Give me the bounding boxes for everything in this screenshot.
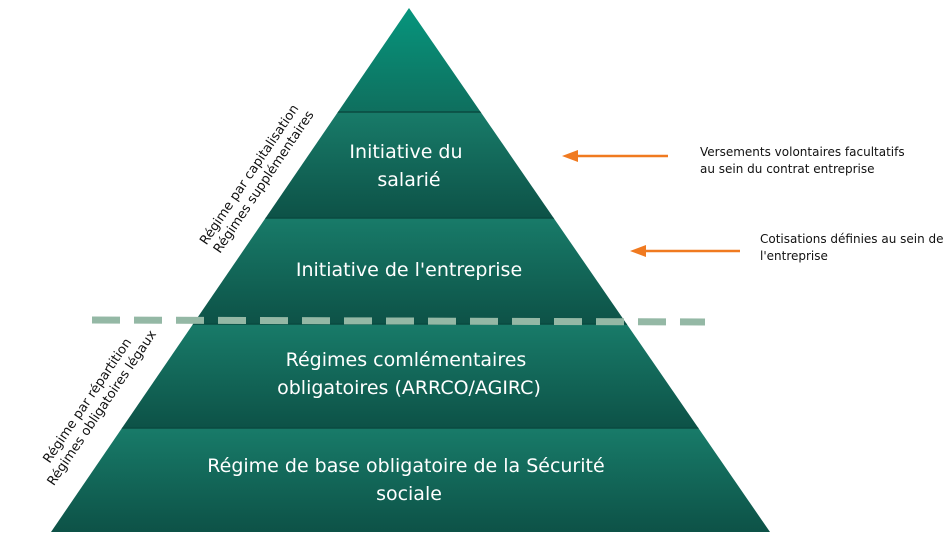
level-base-label: Régime de base obligatoire de la Sécurit…: [207, 455, 610, 505]
level-entreprise-label: Initiative de l'entreprise: [296, 259, 522, 281]
pyramid-level-top: [51, 8, 770, 112]
separator-dashed-line: [91, 316, 706, 326]
arrow-cotisations: [630, 245, 740, 257]
pyramid-level-base: [51, 428, 770, 532]
level-salarie-label: Initiative du salarié: [349, 141, 468, 191]
annotation-cotisations: Cotisations définies au sein de l'entrep…: [760, 232, 943, 263]
annotation-versements: Versements volontaires facultatifs au se…: [700, 145, 908, 176]
arrow-versements: [562, 150, 668, 162]
level-complementaires-label: Régimes comlémentaires obligatoires (ARR…: [277, 349, 541, 399]
